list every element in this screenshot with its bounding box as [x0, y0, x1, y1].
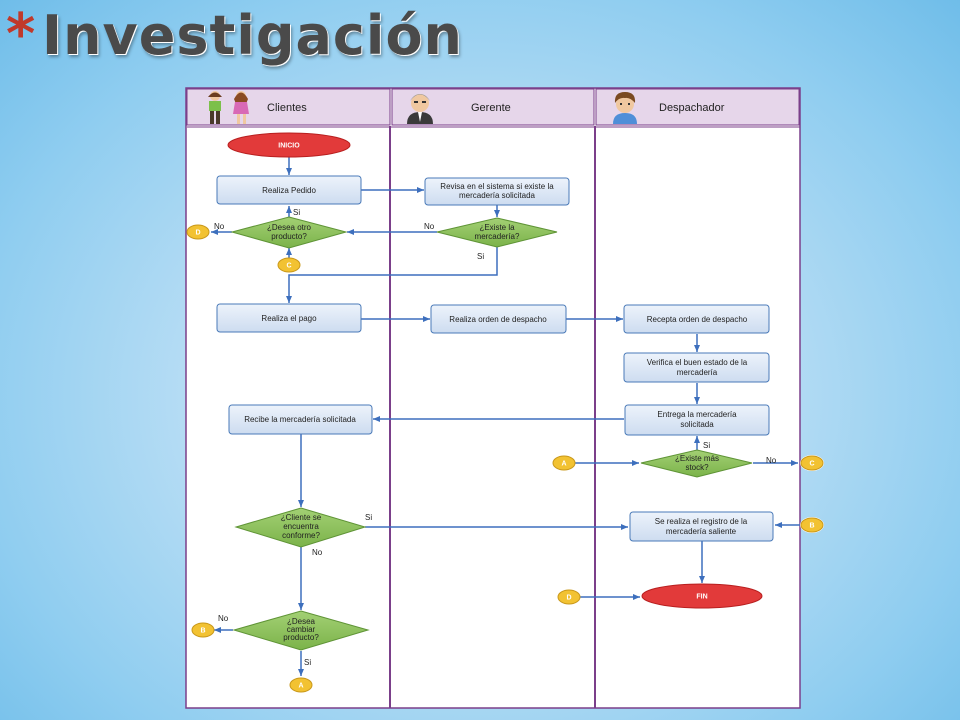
process-realiza-pedido-label: Realiza Pedido	[262, 186, 316, 195]
connector-a-right-label: A	[561, 461, 566, 468]
process-entrega-mercaderia: Entrega la mercadería solicitada	[624, 404, 770, 436]
decision-existe-stock-line1: ¿Existe más	[675, 454, 719, 463]
decision-cliente-conforme-line3: conforme?	[282, 531, 320, 540]
edge-label-desea-otro-no: No	[214, 222, 225, 231]
lane-clientes: Clientes	[186, 88, 391, 126]
edge-label-existe-no: No	[424, 222, 435, 231]
connector-d-right-label: D	[566, 595, 571, 602]
decision-desea-cambiar: ¿Desea cambiar producto?	[232, 610, 370, 651]
lane-clientes-title: Clientes	[267, 102, 307, 114]
decision-existe-mercaderia-line1: ¿Existe la	[479, 223, 515, 232]
process-verifica-estado-line1: Verifica el buen estado de la	[647, 358, 748, 367]
start-terminal-label: INICIO	[278, 143, 300, 150]
process-revisa-sistema-line2: mercadería solicitada	[459, 191, 536, 200]
manager-avatar-icon	[407, 94, 433, 124]
process-recepta-orden: Recepta orden de despacho	[623, 304, 770, 334]
flow-arrows	[211, 157, 800, 676]
connector-b-left-label: B	[200, 628, 205, 635]
edge-label-stock-si: Si	[703, 441, 710, 450]
connector-d-right: D	[557, 589, 581, 605]
connector-a-bottom: A	[289, 677, 313, 693]
process-registro-mercaderia-line1: Se realiza el registro de la	[655, 517, 748, 526]
connector-b-right: B	[800, 517, 824, 533]
process-registro-mercaderia-line2: mercadería saliente	[666, 527, 737, 536]
process-realiza-orden-label: Realiza orden de despacho	[449, 315, 547, 324]
decision-cliente-conforme-line1: ¿Cliente se	[281, 513, 322, 522]
start-terminal: INICIO	[227, 132, 351, 158]
connector-c-right: C	[800, 455, 824, 471]
slide-title: Investigación	[42, 4, 463, 67]
end-terminal-label: FIN	[696, 594, 707, 601]
connector-c-right-label: C	[809, 461, 814, 468]
connector-d-left-label: D	[195, 230, 200, 237]
process-realiza-pedido: Realiza Pedido	[216, 175, 362, 205]
process-realiza-pago-label: Realiza el pago	[261, 314, 317, 323]
decision-cliente-conforme-line2: encuentra	[283, 522, 319, 531]
decision-cliente-conforme: ¿Cliente se encuentra conforme?	[234, 507, 367, 548]
process-entrega-mercaderia-line2: solicitada	[680, 420, 714, 429]
connector-c-left-label: C	[286, 263, 291, 270]
edge-label-existe-si: Si	[477, 252, 484, 261]
connector-b-left: B	[191, 622, 215, 638]
edge-label-stock-no: No	[766, 456, 777, 465]
process-recibe-mercaderia-label: Recibe la mercadería solicitada	[244, 415, 356, 424]
process-registro-mercaderia: Se realiza el registro de la mercadería …	[629, 511, 774, 542]
edge-labels: Si No No Si Si No Si No No Si	[214, 208, 777, 667]
edge-label-conforme-no: No	[312, 548, 323, 557]
decision-desea-cambiar-line3: producto?	[283, 633, 319, 642]
lane-despachador: Despachador	[595, 88, 800, 126]
decision-desea-cambiar-line2: cambiar	[287, 625, 316, 634]
decision-desea-otro-line2: producto?	[271, 232, 307, 241]
lane-gerente-title: Gerente	[471, 102, 511, 114]
decision-desea-otro: ¿Desea otro producto?	[230, 216, 348, 249]
lane-gerente: Gerente	[391, 88, 595, 126]
decision-existe-mercaderia-line2: mercadería?	[475, 232, 520, 241]
connector-a-right: A	[552, 455, 576, 471]
decision-existe-stock: ¿Existe más stock?	[640, 449, 753, 478]
edge-label-cambiar-no: No	[218, 614, 229, 623]
lane-clientes-header	[186, 88, 391, 126]
edge-label-cambiar-si: Si	[304, 658, 311, 667]
process-realiza-orden: Realiza orden de despacho	[430, 304, 567, 334]
process-verifica-estado-line2: mercadería	[677, 368, 718, 377]
connector-b-right-label: B	[809, 523, 814, 530]
title-bullet: *	[6, 2, 36, 67]
connector-a-bottom-label: A	[298, 683, 303, 690]
decision-desea-otro-line1: ¿Desea otro	[267, 223, 312, 232]
clients-people-icon	[208, 91, 249, 124]
end-terminal: FIN	[641, 583, 763, 609]
process-recibe-mercaderia: Recibe la mercadería solicitada	[228, 404, 373, 435]
lane-despachador-title: Despachador	[659, 102, 725, 114]
process-entrega-mercaderia-line1: Entrega la mercadería	[657, 410, 737, 419]
edge-label-desea-otro-si: Si	[293, 208, 300, 217]
decision-existe-mercaderia: ¿Existe la mercadería?	[436, 217, 558, 248]
process-revisa-sistema-line1: Revisa en el sistema si existe la	[440, 182, 554, 191]
process-realiza-pago: Realiza el pago	[216, 303, 362, 333]
connector-d-left: D	[186, 224, 210, 240]
decision-existe-stock-line2: stock?	[685, 463, 709, 472]
arrow-existe-si-pago	[286, 247, 498, 303]
process-verifica-estado: Verifica el buen estado de la mercadería	[623, 352, 770, 383]
edge-label-conforme-si: Si	[365, 513, 372, 522]
connector-c-left: C	[277, 257, 301, 273]
dispatcher-avatar-icon	[613, 92, 637, 124]
process-recepta-orden-label: Recepta orden de despacho	[647, 315, 748, 324]
process-revisa-sistema: Revisa en el sistema si existe la mercad…	[424, 177, 570, 206]
decision-desea-cambiar-line1: ¿Desea	[287, 617, 316, 626]
